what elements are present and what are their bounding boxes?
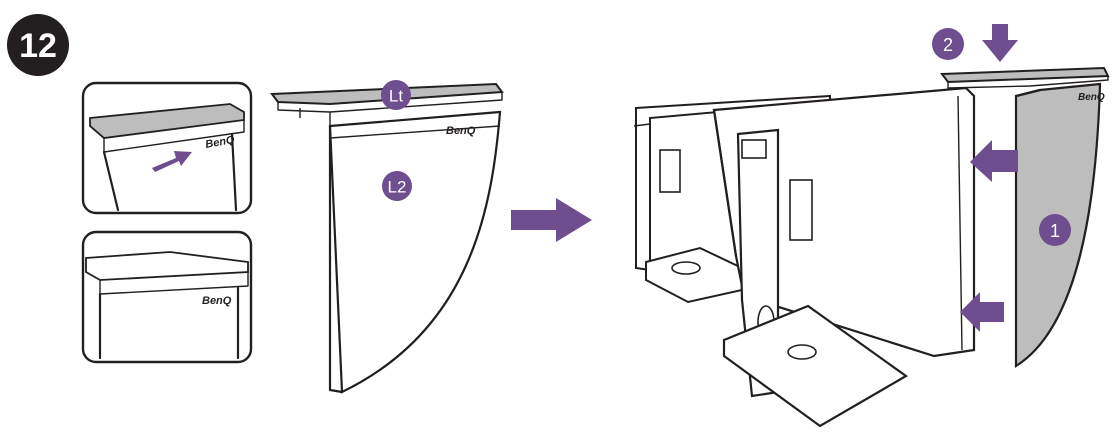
step-badge: 12: [7, 14, 69, 76]
arrow-icon-left-lower: [960, 292, 1004, 332]
brand-logo: BenQ: [204, 134, 235, 151]
label-lt: Lt: [389, 87, 403, 106]
hood-brand-logo-right: BenQ: [1078, 92, 1105, 103]
arrow-icon-down: [982, 24, 1018, 62]
brand-logo-2: BenQ: [202, 295, 232, 307]
shading-hood-left: BenQ Lt L2: [270, 80, 504, 394]
label-l2: L2: [388, 178, 407, 197]
detail-panel-top: BenQ: [81, 81, 253, 215]
arrow-icon-left-upper: [970, 140, 1018, 182]
detail-panel-bottom: BenQ: [81, 230, 253, 364]
arrow-icon: [152, 151, 192, 172]
monitor-assembly: BenQ 2 1: [633, 24, 1110, 428]
arrow-icon-next: [511, 198, 592, 242]
label-step-1: 1: [1050, 221, 1060, 241]
step-number: 12: [19, 27, 57, 65]
hood-brand-logo: BenQ: [446, 125, 476, 137]
label-step-2: 2: [943, 35, 953, 55]
